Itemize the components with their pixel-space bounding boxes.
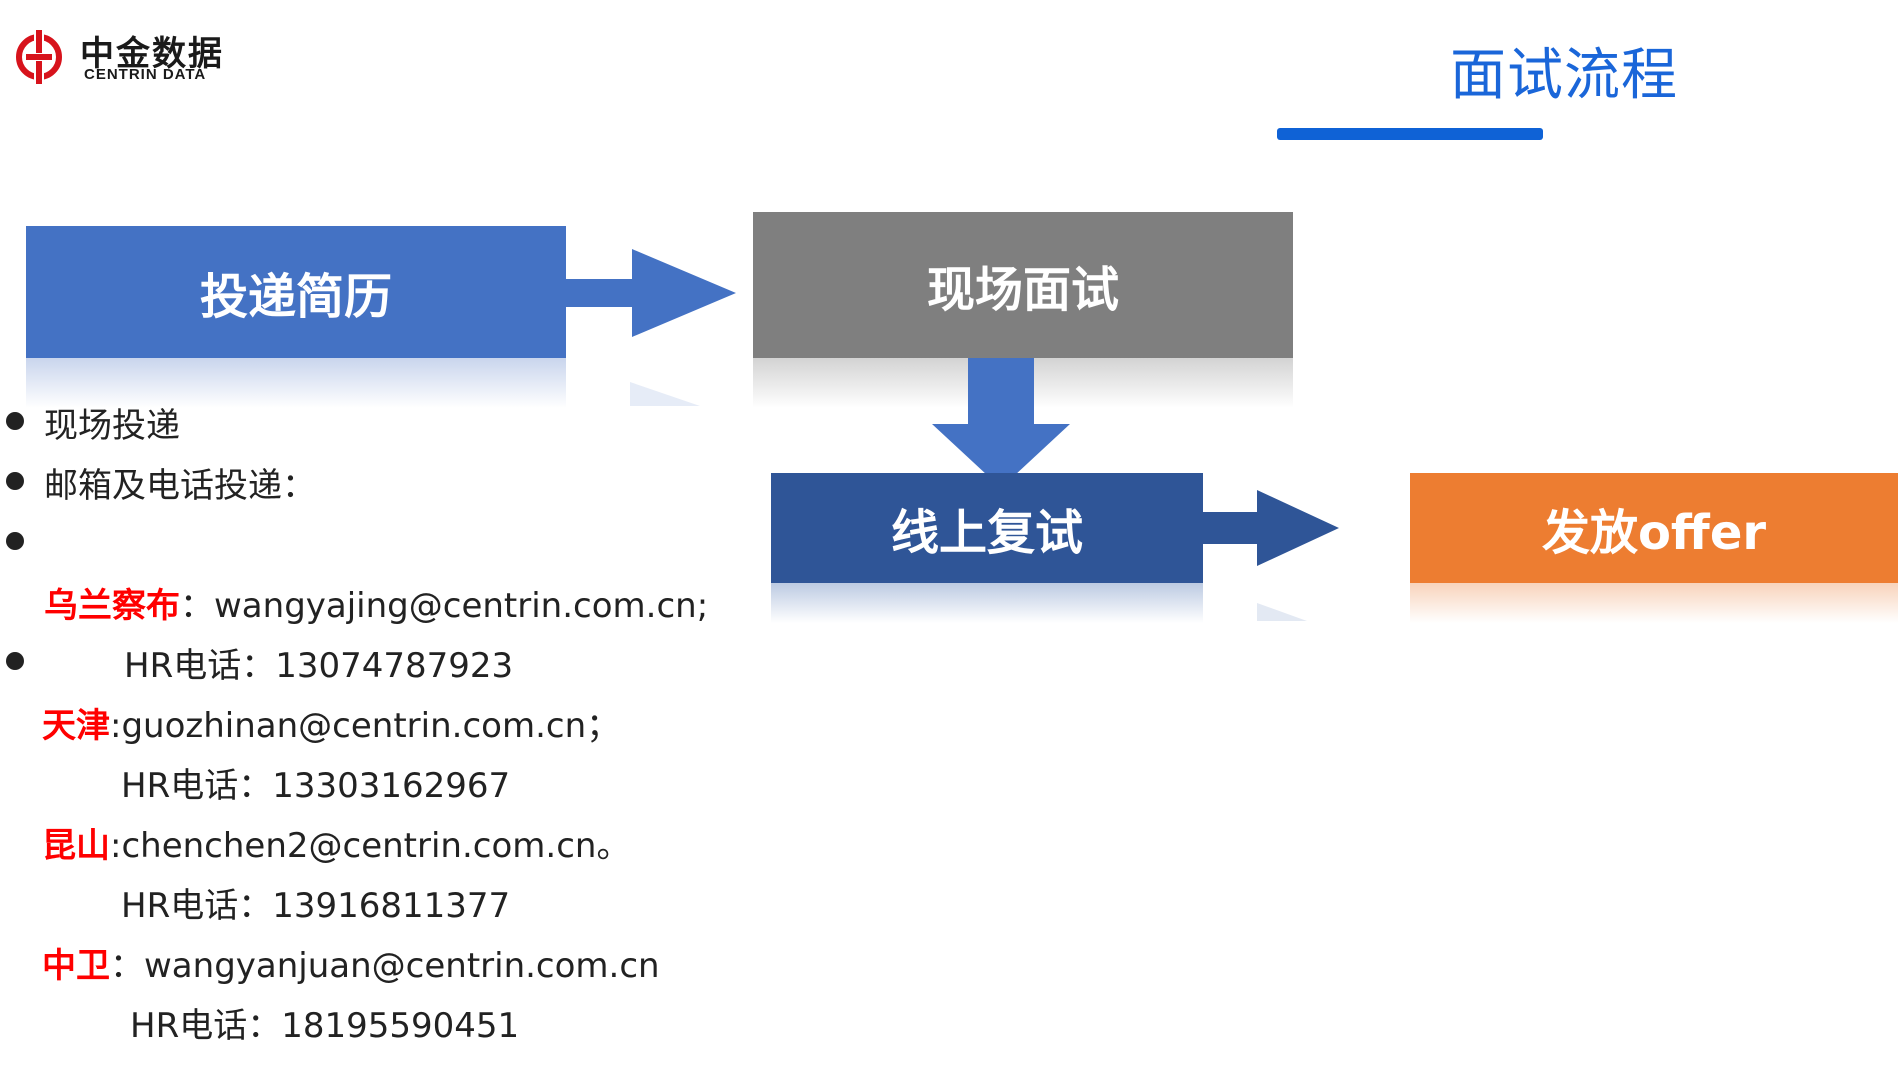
- contact-separator: ：: [180, 586, 214, 626]
- contact-separator: :: [110, 826, 122, 866]
- hr-phone-label: HR电话：: [121, 766, 273, 806]
- bullet-text: 现场投递: [44, 406, 180, 446]
- step-online-reinterview: 线上复试: [771, 473, 1203, 583]
- bullet-text: 邮箱及电话投递：: [44, 466, 316, 506]
- hr-phone-label: HR电话：: [124, 646, 276, 686]
- contact-email-line: 天津:guozhinan@centrin.com.cn；: [42, 698, 620, 747]
- company-logo: 中金数据 CENTRIN DATA: [10, 24, 240, 86]
- step-submit-resume: 投递简历: [26, 226, 566, 358]
- contact-email: wangyajing@centrin.com.cn;: [214, 586, 709, 626]
- logo-english-name: CENTRIN DATA: [84, 66, 207, 83]
- arrow-down-icon: [932, 358, 1070, 488]
- contact-separator: :: [110, 706, 122, 746]
- bullet-dot: [6, 652, 24, 670]
- contact-phone-line: HR电话：13074787923: [124, 638, 513, 687]
- step-label: 发放offer: [1541, 505, 1767, 561]
- title-underline: [1277, 128, 1543, 140]
- contact-email-line: 昆山:chenchen2@centrin.com.cn。: [42, 818, 630, 867]
- contact-city: 中卫: [42, 946, 110, 986]
- bullet-dot: [6, 412, 24, 430]
- contact-phone-line: HR电话：18195590451: [130, 998, 519, 1047]
- bullet-dot: [6, 532, 24, 550]
- arrow-reflection: [1257, 603, 1307, 621]
- contact-city: 昆山: [42, 826, 110, 866]
- arrow-right-icon: [566, 249, 736, 337]
- hr-phone-label: HR电话：: [121, 886, 273, 926]
- contact-email: wangyanjuan@centrin.com.cn: [144, 946, 660, 986]
- step-label: 投递简历: [199, 269, 392, 325]
- contact-email-line: 乌兰察布：wangyajing@centrin.com.cn;: [44, 578, 708, 627]
- contact-email: chenchen2@centrin.com.cn。: [121, 826, 631, 866]
- step-issue-offer: 发放offer: [1410, 473, 1898, 583]
- step-label: 线上复试: [890, 505, 1083, 561]
- contact-city: 天津: [42, 706, 110, 746]
- hr-phone-number: 13916811377: [272, 886, 511, 926]
- step-reflection: [1410, 583, 1898, 623]
- arrow-right-icon: [1203, 490, 1339, 566]
- contact-email-line: 中卫：wangyanjuan@centrin.com.cn: [42, 938, 660, 987]
- contact-email: guozhinan@centrin.com.cn；: [121, 706, 621, 746]
- step-onsite-interview: 现场面试: [753, 212, 1293, 358]
- hr-phone-label: HR电话：: [130, 1006, 282, 1046]
- contact-phone-line: HR电话：13916811377: [121, 878, 510, 927]
- step-label: 现场面试: [926, 262, 1119, 318]
- arrow-reflection: [630, 382, 700, 406]
- hr-phone-number: 18195590451: [281, 1006, 520, 1046]
- contact-city: 乌兰察布: [44, 586, 180, 626]
- contact-phone-line: HR电话：13303162967: [121, 758, 510, 807]
- step-reflection: [26, 358, 566, 408]
- logo-chinese-name: 中金数据: [80, 34, 224, 74]
- bullet-dot: [6, 472, 24, 490]
- page-title: 面试流程: [1450, 43, 1678, 108]
- step-reflection: [771, 583, 1203, 623]
- hr-phone-number: 13303162967: [272, 766, 511, 806]
- logo-mark-icon: [16, 28, 62, 86]
- contact-separator: ：: [110, 946, 144, 986]
- hr-phone-number: 13074787923: [275, 646, 514, 686]
